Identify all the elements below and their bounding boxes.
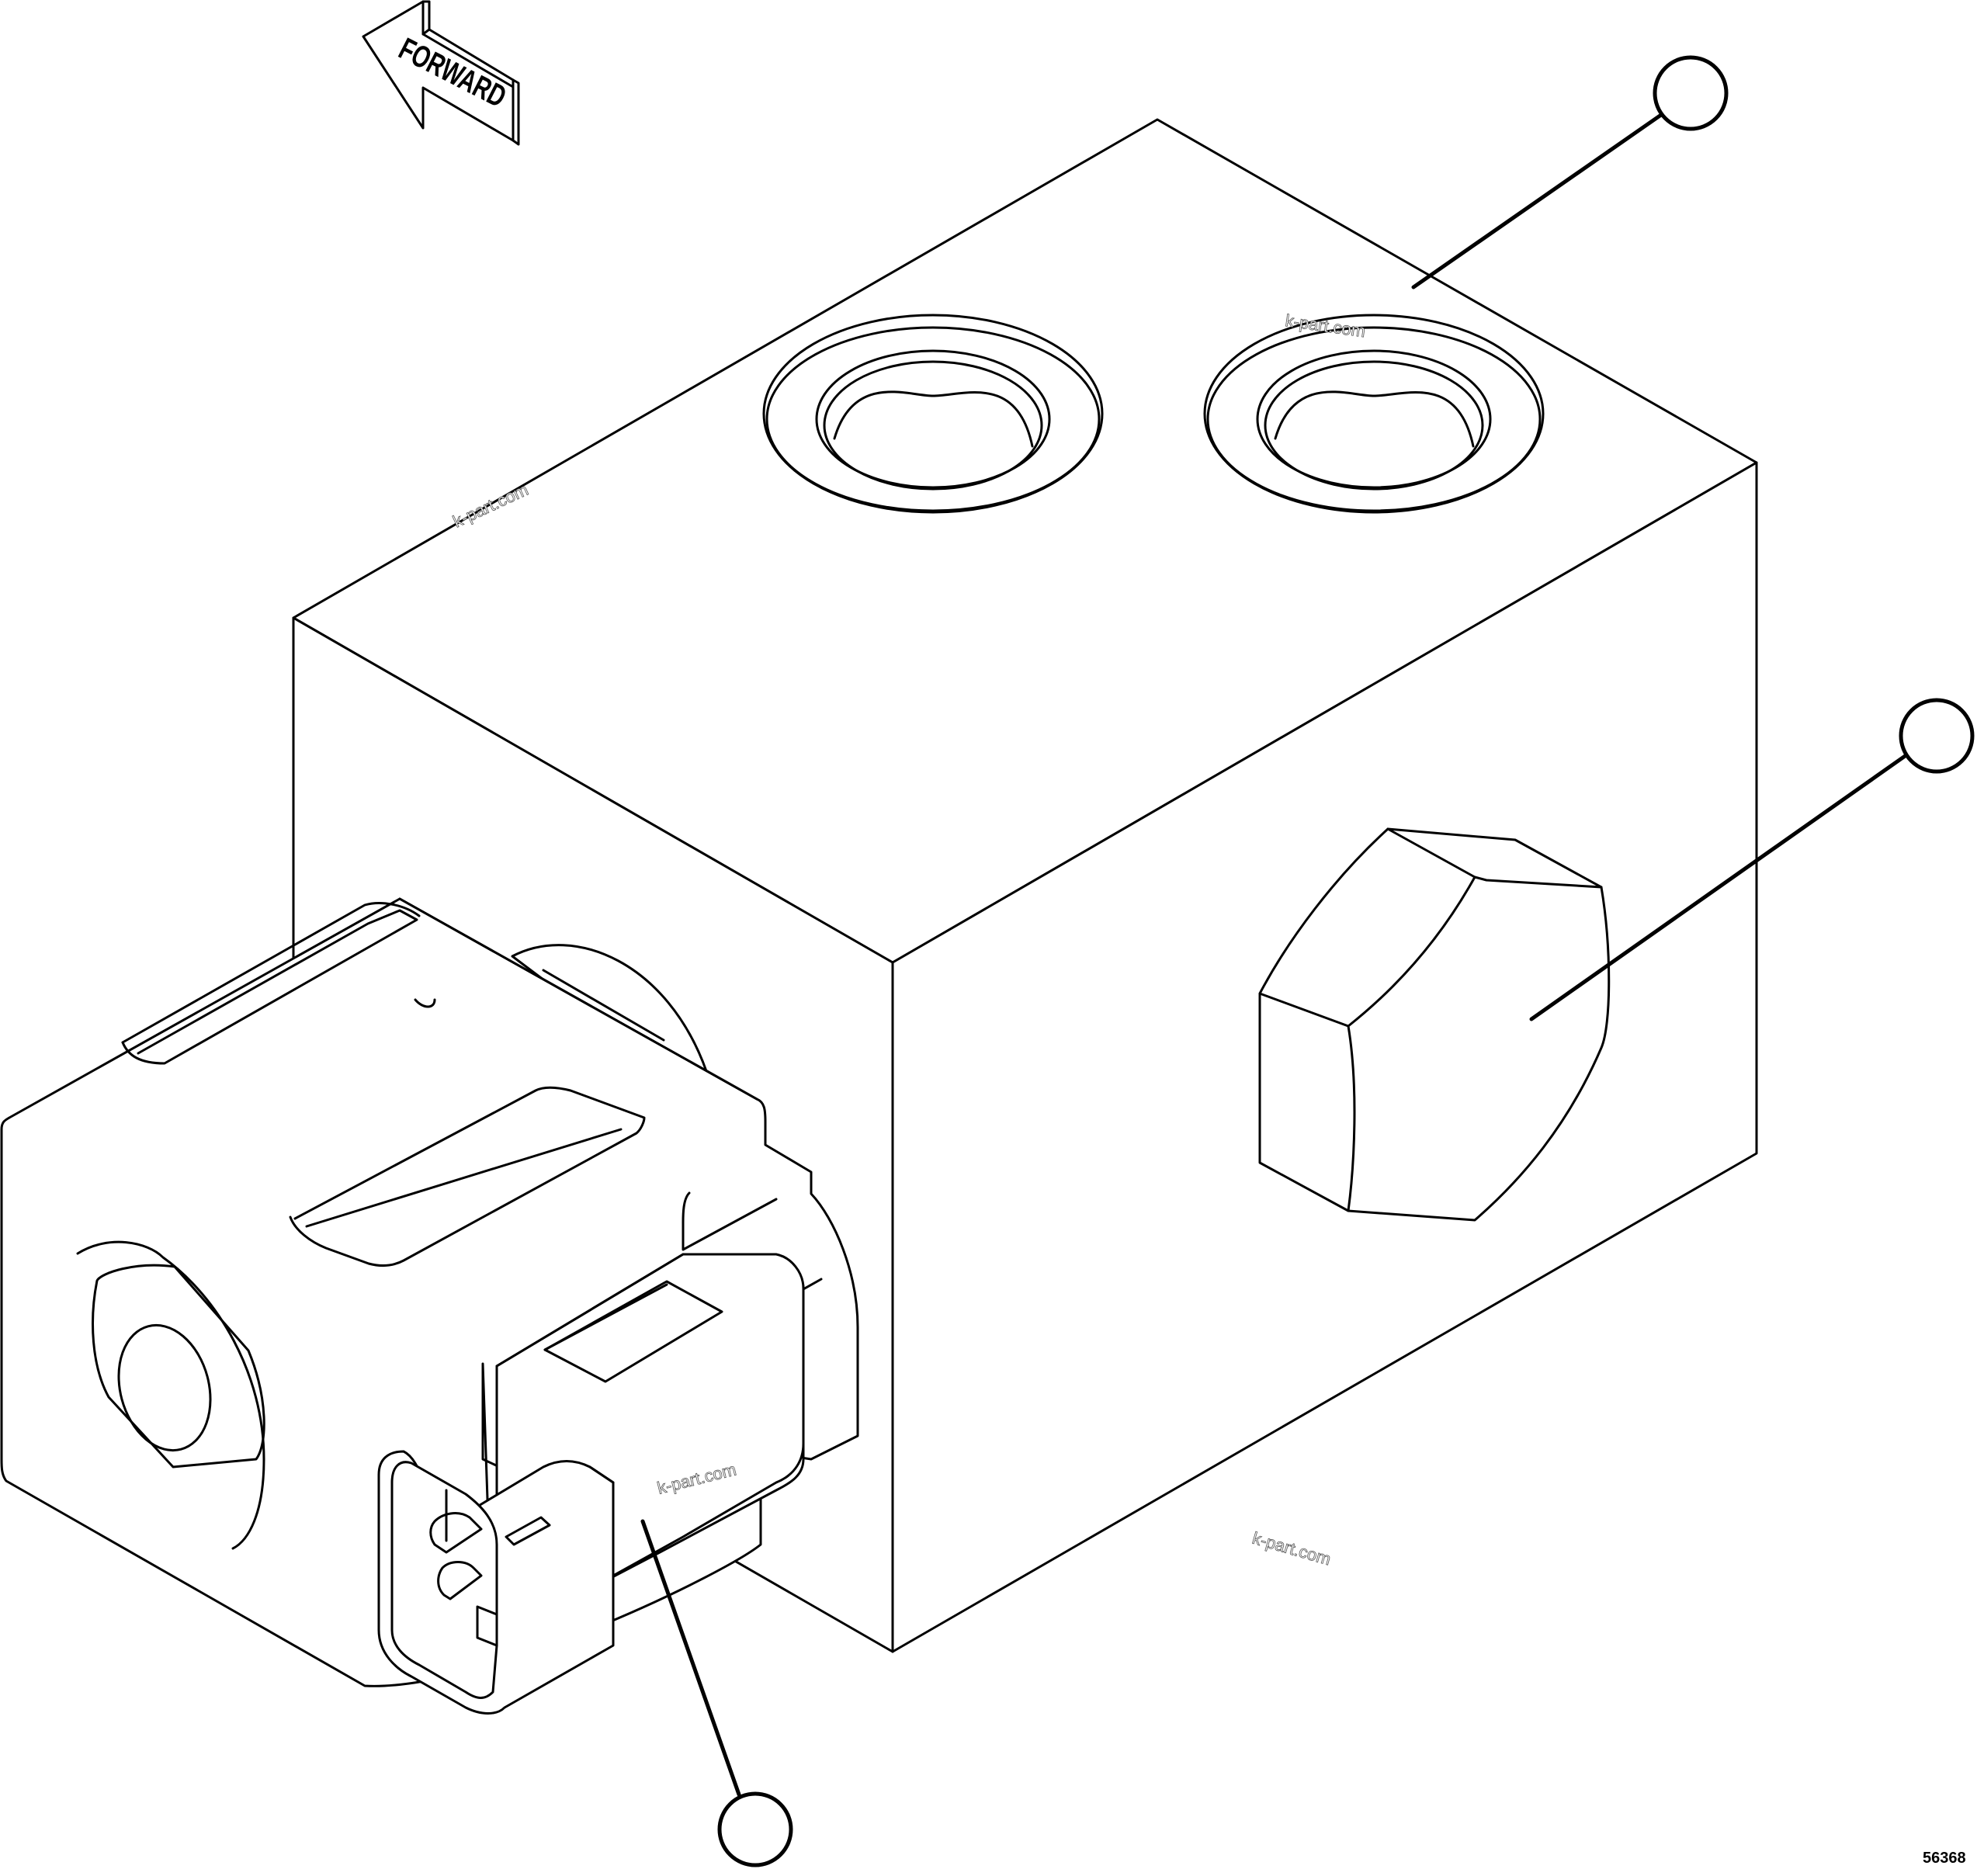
watermark: k-part.com [1250, 1528, 1334, 1569]
port-right [1203, 314, 1545, 514]
solenoid-connector [377, 1253, 805, 1715]
leader-plug [1529, 751, 1912, 1021]
hex-plug [1258, 827, 1611, 1222]
leader-valve-block [1411, 113, 1663, 290]
leader-solenoid [640, 1519, 741, 1797]
figure-number: 56368 [1923, 1850, 1966, 1867]
port-left [762, 314, 1104, 514]
callout-balloon-solenoid[interactable] [717, 1791, 793, 1867]
callout-balloon-valve-block[interactable] [1653, 55, 1729, 131]
callout-balloon-plug[interactable] [1899, 698, 1975, 774]
forward-arrow-icon: FORWARD [362, 0, 520, 146]
